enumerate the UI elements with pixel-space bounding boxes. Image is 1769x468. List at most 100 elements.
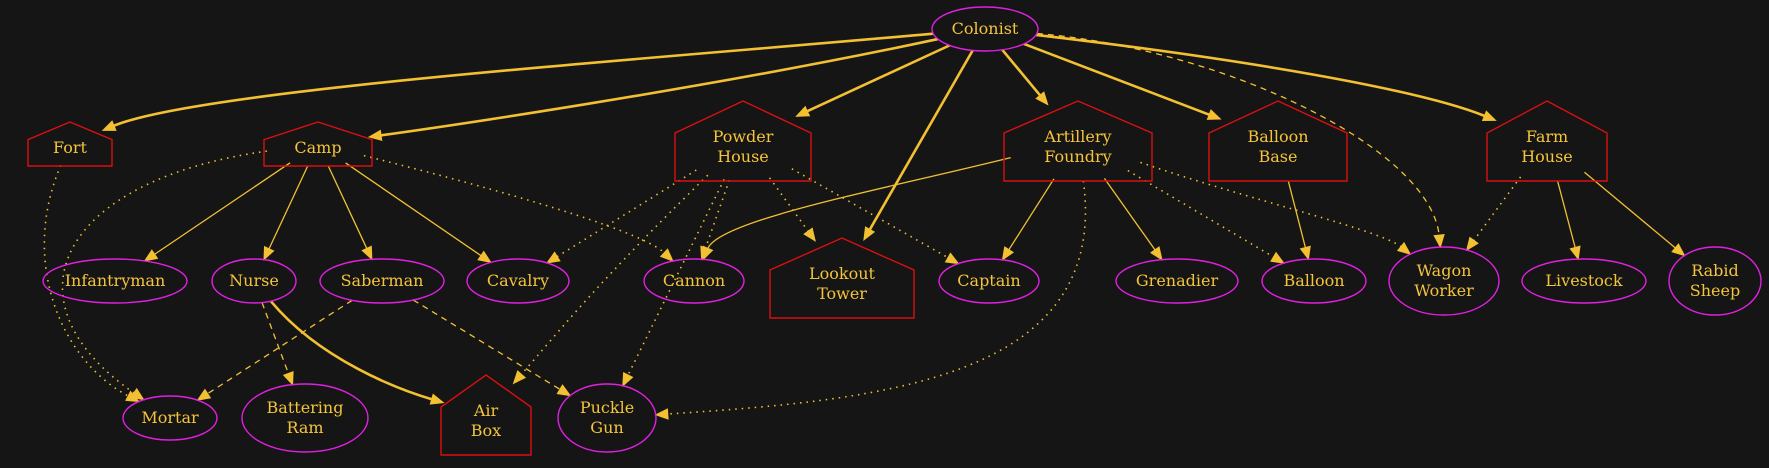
- node-infantryman: Infantryman: [42, 258, 188, 304]
- edge-line: [791, 168, 949, 259]
- edge-farm_house-to-livestock: [1556, 180, 1581, 261]
- edge-arrowhead: [545, 251, 561, 264]
- node-label: Balloon: [1247, 127, 1308, 146]
- edge-arrowhead: [1035, 91, 1049, 106]
- edge-powder_house-to-captain: [791, 168, 960, 265]
- node-label: Grenadier: [1136, 271, 1219, 290]
- edge-arrowhead: [1206, 109, 1222, 120]
- edge-nurse-to-air_box: [269, 300, 445, 405]
- edge-nurse-to-battering_ram: [261, 302, 294, 386]
- building-shape: [263, 121, 373, 167]
- edge-line: [1127, 169, 1274, 258]
- unit-shape: [1521, 258, 1647, 304]
- node-fort: Fort: [27, 121, 113, 167]
- node-cavalry: Cavalry: [466, 258, 570, 304]
- edge-artillery_foundry-to-balloon: [1127, 169, 1285, 264]
- edge-arrowhead: [1481, 110, 1497, 122]
- node-label: Powder: [713, 127, 774, 146]
- node-label: Puckle: [580, 398, 634, 417]
- node-camp: Camp: [263, 121, 373, 167]
- edge-arrowhead: [1299, 245, 1311, 261]
- edge-line: [1023, 42, 1210, 116]
- edge-arrowhead: [795, 105, 811, 117]
- node-label: Ram: [286, 418, 323, 437]
- edge-line: [768, 177, 809, 232]
- node-nurse: Nurse: [211, 258, 297, 304]
- node-label: Battering: [267, 398, 344, 417]
- edge-arrowhead: [863, 226, 876, 242]
- node-balloon: Balloon: [1261, 258, 1367, 304]
- node-cannon: Cannon: [643, 258, 745, 304]
- node-label: Foundry: [1044, 147, 1111, 166]
- edge-arrowhead: [1433, 234, 1445, 249]
- edge-arrowhead: [556, 384, 572, 397]
- edge-artillery_foundry-to-grenadier: [1103, 177, 1163, 261]
- edge-artillery_foundry-to-cannon: [702, 157, 1011, 261]
- edge-line: [704, 179, 731, 249]
- node-label: Saberman: [341, 271, 424, 290]
- building-shape: [440, 374, 532, 456]
- edge-camp-to-cavalry: [345, 162, 492, 264]
- edge-line: [806, 44, 951, 113]
- edge-camp-to-nurse: [263, 165, 309, 261]
- edge-arrowhead: [196, 388, 212, 401]
- edge-colonist-to-balloon_base: [1023, 42, 1222, 120]
- unit-shape: [241, 383, 369, 453]
- unit-shape: [643, 258, 745, 304]
- unit-shape: [211, 258, 297, 304]
- edge-arrowhead: [512, 370, 527, 385]
- edge-line: [1036, 32, 1440, 236]
- edge-line: [207, 299, 353, 395]
- unit-shape: [466, 258, 570, 304]
- node-label: Artillery: [1043, 127, 1111, 146]
- edge-line: [707, 157, 1011, 249]
- edge-line: [268, 165, 309, 250]
- edge-arrowhead: [101, 120, 117, 131]
- node-captain: Captain: [938, 258, 1040, 304]
- edge-camp-to-saberman: [327, 165, 373, 261]
- unit-shape: [319, 258, 445, 304]
- edge-colonist-to-lookout_tower: [863, 49, 974, 242]
- edge-saberman-to-puckle_gun: [412, 299, 572, 397]
- edge-arrowhead: [1671, 243, 1686, 257]
- node-label: Air: [473, 401, 499, 420]
- unit-shape: [931, 6, 1039, 52]
- edge-line: [269, 300, 433, 401]
- building-shape: [769, 237, 915, 319]
- edge-line: [1001, 48, 1042, 97]
- edge-line: [113, 32, 934, 127]
- edge-powder_house-to-puckle_gun: [622, 179, 725, 387]
- edge-artillery_foundry-to-puckle_gun: [654, 180, 1087, 420]
- edge-arrowhead: [1270, 251, 1285, 264]
- edge-line: [1473, 176, 1522, 241]
- edge-line: [1584, 171, 1676, 249]
- node-label: Balloon: [1283, 271, 1344, 290]
- edge-line: [345, 162, 482, 257]
- node-label: Cavalry: [487, 271, 549, 290]
- edge-line: [1008, 178, 1055, 251]
- edge-line: [1035, 33, 1485, 118]
- edge-colonist-to-wagon_worker: [1036, 32, 1445, 249]
- edge-arrowhead: [1150, 246, 1163, 261]
- edge-line: [261, 302, 290, 374]
- node-label: Wagon: [1417, 261, 1472, 280]
- edge-arrowhead: [659, 248, 674, 262]
- edge-arrowhead: [1569, 245, 1581, 261]
- node-label: Box: [471, 421, 501, 440]
- edge-arrowhead: [477, 250, 492, 264]
- edge-line: [61, 150, 268, 394]
- edge-saberman-to-mortar: [196, 299, 353, 401]
- node-label: Livestock: [1545, 271, 1622, 290]
- edge-arrowhead: [1396, 241, 1412, 255]
- edge-artillery_foundry-to-captain: [1001, 178, 1055, 261]
- node-label: Captain: [957, 271, 1020, 290]
- building-shape: [674, 100, 812, 182]
- edge-balloon_base-to-balloon: [1287, 180, 1311, 261]
- node-label: Nurse: [229, 271, 279, 290]
